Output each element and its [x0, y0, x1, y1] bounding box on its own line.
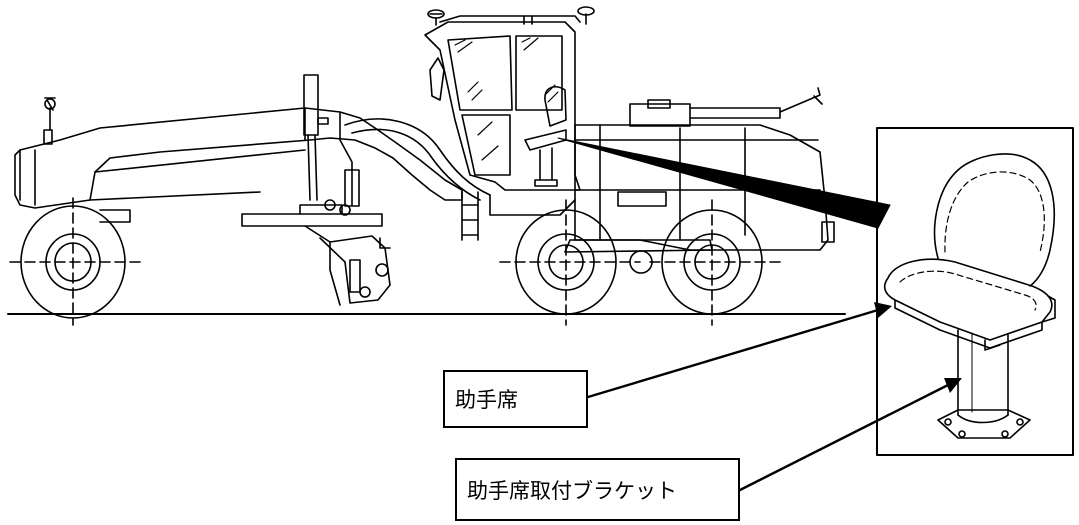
seat-bracket-label: 助手席取付ブラケット	[455, 458, 740, 521]
tandem-pivot	[629, 250, 653, 274]
seat-leader-line	[586, 308, 880, 399]
operator-cab	[424, 6, 595, 191]
bracket-arrowhead	[944, 378, 962, 393]
access-ladder	[461, 191, 576, 241]
detail-inset-frame	[876, 127, 1074, 456]
bracket-leader-line	[738, 383, 950, 492]
blade-assembly	[241, 204, 391, 306]
leader-arrows	[586, 302, 962, 492]
front-frame	[14, 97, 491, 209]
passenger-seat-label: 助手席	[443, 370, 588, 428]
front-wheel	[9, 197, 141, 326]
seat-detail	[883, 153, 1056, 439]
front-axle	[99, 209, 131, 223]
lift-cylinder	[303, 74, 360, 216]
rear-wheel-rear	[649, 199, 781, 326]
magnification-beam	[557, 137, 891, 229]
rear-wheel-front	[499, 199, 641, 326]
cab-seat	[524, 86, 567, 187]
seat-arrowhead	[874, 302, 892, 318]
